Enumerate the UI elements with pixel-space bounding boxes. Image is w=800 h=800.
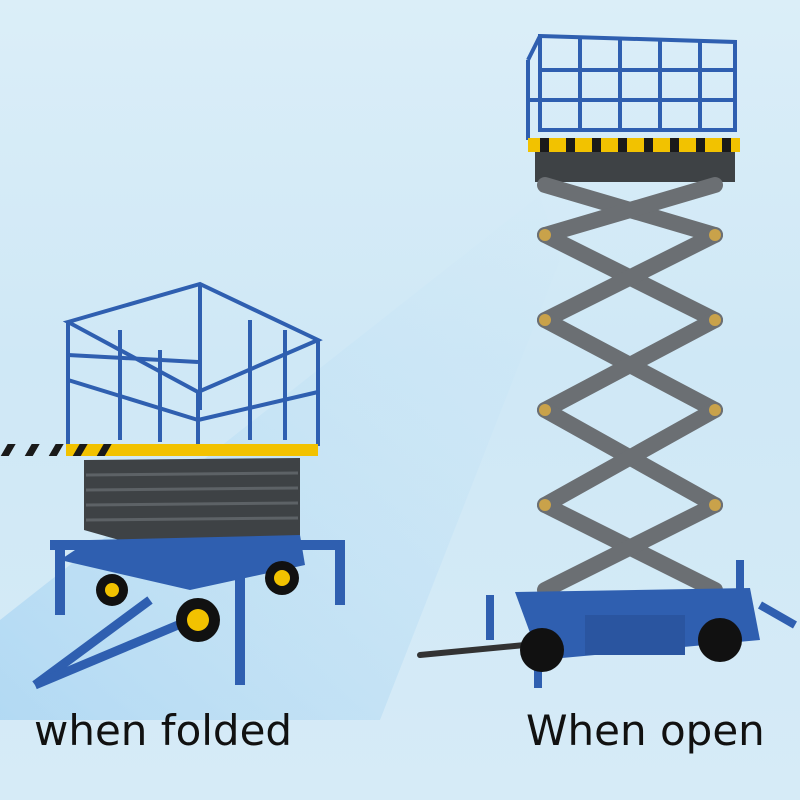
caption-when-open: When open [526, 706, 765, 755]
caption-when-folded: when folded [34, 706, 293, 755]
